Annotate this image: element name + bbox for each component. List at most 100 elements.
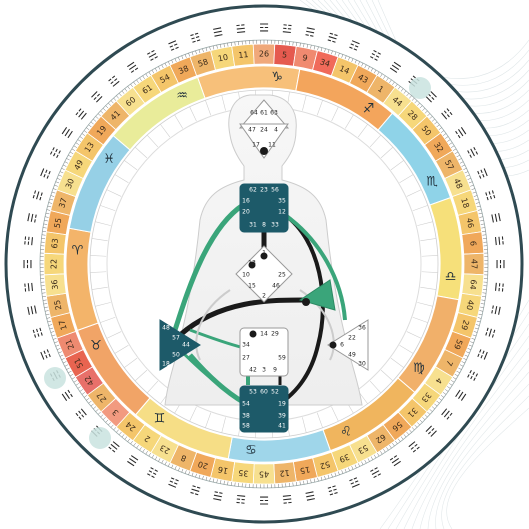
gate-number: 9 — [302, 53, 309, 63]
highlight-marker — [89, 427, 111, 449]
hexagram-glyph: ☷ — [482, 189, 497, 202]
gate-number: 15 — [299, 465, 311, 476]
root-gate-54: 54 — [242, 401, 250, 408]
hexagram-glyph: ☱ — [282, 492, 293, 506]
throat-gate-20: 20 — [242, 209, 250, 216]
root-gate-53: 53 — [249, 389, 257, 396]
gate-number: 18 — [459, 197, 471, 209]
hexagram-glyph: ☶ — [474, 347, 490, 361]
gate-number: 22 — [50, 259, 59, 269]
hexagram-glyph: ☳ — [235, 492, 246, 506]
sp-gate-49: 49 — [348, 352, 356, 359]
gate-number: 14 — [338, 64, 351, 76]
sacral-center: 5 14 29 34 27 59 42 3 9 — [239, 327, 289, 377]
hexagram-glyph: ☱ — [235, 22, 246, 36]
gate-number: 7 — [444, 359, 454, 368]
head-gate-63: 63 — [270, 110, 278, 117]
gate-number: 17 — [57, 319, 69, 331]
sp-gate-30: 30 — [358, 361, 366, 368]
gate-number: 51 — [72, 356, 85, 369]
hexagram-glyph: ☰ — [488, 212, 503, 224]
gate-number: 35 — [238, 468, 249, 478]
gate-number: 59 — [452, 338, 464, 351]
gate-number: 58 — [197, 57, 209, 69]
gate-number: 11 — [238, 50, 249, 60]
hexagram-glyph: ☲ — [22, 259, 35, 269]
spleen-gate-48: 48 — [162, 325, 170, 332]
gate-number: 25 — [53, 299, 64, 311]
gate-number: 5 — [282, 50, 288, 59]
sacral-gate-9: 9 — [273, 367, 277, 374]
gate-number: 1 — [376, 84, 385, 94]
hexagram-glyph: ☰ — [25, 304, 40, 316]
gate-number: 52 — [319, 459, 331, 471]
hexagram-glyph: ☲ — [259, 22, 269, 35]
sacral-gate-14: 14 — [260, 331, 268, 338]
gate-number: 10 — [217, 53, 229, 64]
gate-number: 6 — [468, 240, 477, 246]
hexagram-glyph: ☳ — [282, 22, 293, 36]
sp-gate-6: 6 — [340, 342, 344, 349]
gate-number: 12 — [279, 468, 290, 478]
zodiac-glyph: ♌ — [340, 425, 352, 440]
heart-center — [298, 279, 336, 311]
highlight-marker — [409, 77, 431, 99]
hexagram-glyph: ☶ — [167, 474, 181, 490]
highlight-marker — [44, 367, 66, 389]
solar-plexus-center: 36 22 6 49 30 — [327, 319, 369, 371]
hexagram-glyph: ☷ — [189, 31, 202, 46]
head-gate-61: 61 — [260, 110, 268, 117]
hexagram-glyph: ☱ — [22, 282, 36, 293]
root-center: 53 60 52 54 19 38 39 58 41 — [239, 385, 289, 433]
root-gate-38: 38 — [242, 413, 250, 420]
throat-gate-12: 12 — [278, 209, 286, 216]
zodiac-ring: ♑♐♏♎♍♌♋♊♉♈♓♒ — [65, 65, 463, 463]
gate-number: 2 — [143, 433, 152, 443]
sacral-gate-34: 34 — [242, 342, 250, 349]
g-gate-2: 2 — [262, 293, 266, 300]
gate-number: 64 — [468, 279, 478, 290]
gate-number: 34 — [319, 57, 331, 69]
hexagram-glyph: ☵ — [482, 326, 497, 339]
gate-number: 38 — [177, 64, 190, 76]
zodiac-glyph: ♋ — [245, 443, 257, 458]
hexagram-glyph: ☷ — [326, 482, 339, 497]
spleen-gate-18: 18 — [162, 361, 170, 368]
throat-gate-33: 33 — [271, 222, 279, 229]
hexagram-glyph: ☳ — [22, 235, 36, 246]
gate-number: 36 — [50, 279, 60, 290]
hexagram-glyph: ☷ — [31, 326, 46, 339]
g-gate-25: 25 — [278, 272, 286, 279]
gate-number: 39 — [338, 452, 351, 464]
sacral-gate-3: 3 — [262, 367, 266, 374]
gate-number: 40 — [465, 299, 476, 311]
root-gate-39: 39 — [278, 413, 286, 420]
hexagram-glyph: ☶ — [347, 474, 361, 490]
gate-number: 57 — [443, 158, 456, 171]
gate-number: 63 — [50, 238, 60, 249]
throat-gate-35: 35 — [278, 198, 286, 205]
throat-gate-8: 8 — [262, 222, 266, 229]
hexagram-glyph: ☰ — [304, 488, 316, 503]
sacral-gate-27: 27 — [242, 355, 250, 362]
head-gate-64: 64 — [250, 110, 258, 117]
sacral-gate-59: 59 — [278, 355, 286, 362]
zodiac-glyph: ♏ — [426, 175, 438, 190]
tick-ring — [39, 39, 489, 489]
hexagram-glyph: ☰ — [212, 25, 224, 40]
gate-number: 54 — [158, 72, 171, 85]
throat-gate-31: 31 — [249, 222, 257, 229]
gate-number: 26 — [259, 50, 269, 59]
gate-number: 23 — [158, 443, 171, 456]
zodiac-glyph: ♍ — [413, 361, 425, 376]
spleen-gate-50: 50 — [172, 352, 180, 359]
gate-number: 47 — [470, 259, 479, 269]
zodiac-glyph: ♈ — [72, 243, 84, 258]
hexagram-glyph: ☵ — [326, 31, 339, 46]
ajna-gate-11: 11 — [268, 142, 276, 149]
sp-gate-36: 36 — [358, 325, 366, 332]
root-gate-60: 60 — [260, 389, 268, 396]
gate-number: 30 — [64, 177, 76, 190]
